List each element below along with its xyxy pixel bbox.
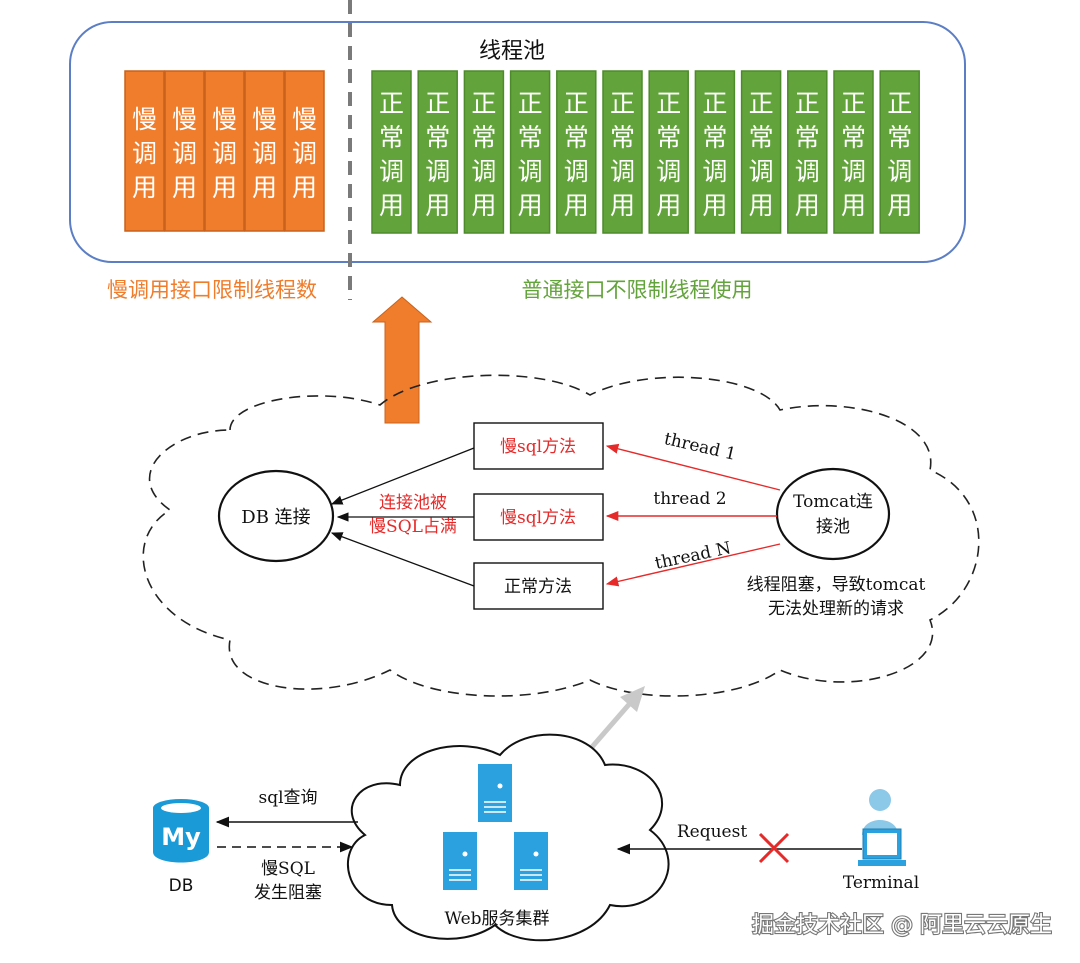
slow-call-cell: 慢调用 — [164, 70, 205, 232]
db-label: DB — [169, 876, 194, 896]
normal-call-cell: 正常调用 — [463, 70, 505, 234]
normal-call-cell-text: 正常调用 — [564, 89, 589, 220]
orange-up-arrow — [371, 296, 433, 424]
pool-full-note-line2: 慢SQL占满 — [369, 516, 457, 537]
thread-pool-title: 线程池 — [479, 39, 545, 64]
normal-call-cell: 正常调用 — [509, 70, 551, 234]
normal-call-cell: 正常调用 — [740, 70, 782, 234]
watermark: 掘金技术社区 @ 阿里云云原生 — [752, 913, 1052, 938]
web-cluster-cloud — [347, 733, 670, 942]
normal-call-cells: 正常调用正常调用正常调用正常调用正常调用正常调用正常调用正常调用正常调用正常调用… — [371, 70, 920, 234]
arrow-slow1-to-db — [330, 447, 475, 505]
tomcat-label-line2: 接池 — [816, 517, 850, 537]
slow-call-cell-text: 慢调用 — [252, 105, 277, 202]
db-connection-node — [217, 469, 335, 563]
arrow-thread1 — [605, 443, 781, 491]
normal-call-cell-text: 正常调用 — [702, 89, 727, 220]
slow-interface-caption: 慢调用接口限制线程数 — [107, 278, 317, 302]
normal-call-cell-text: 正常调用 — [841, 89, 866, 220]
slow-call-cell-text: 慢调用 — [212, 105, 237, 202]
normal-call-cell: 正常调用 — [371, 70, 412, 234]
normal-call-cell-text: 正常调用 — [425, 89, 450, 220]
normal-call-cell-text: 正常调用 — [887, 89, 912, 220]
slow-sql-method-box-1 — [473, 422, 604, 470]
service-cloud — [142, 374, 980, 697]
normal-call-cell-text: 正常调用 — [610, 89, 635, 220]
normal-call-cell: 正常调用 — [787, 70, 828, 234]
tomcat-pool-node — [775, 467, 891, 561]
db-logo-text: My — [161, 823, 201, 851]
arrow-threadN — [605, 543, 781, 587]
server-icon — [443, 832, 477, 890]
slow-call-cell: 慢调用 — [124, 70, 165, 232]
terminal-label: Terminal — [843, 873, 919, 893]
slow-sql-label-line2: 发生阻塞 — [254, 883, 322, 903]
blocked-note-line2: 无法处理新的请求 — [768, 599, 904, 619]
slow-call-cell: 慢调用 — [284, 70, 325, 232]
normal-call-cell: 正常调用 — [833, 70, 874, 234]
grey-arrow-head — [620, 686, 645, 712]
blocked-x-icon — [758, 832, 790, 864]
slow-sql-method-label-1: 慢sql方法 — [500, 436, 576, 457]
blocked-note-line1: 线程阻塞，导致tomcat — [747, 575, 926, 595]
thread1-label: thread 1 — [662, 429, 738, 465]
slow-call-cell: 慢调用 — [244, 70, 285, 232]
pool-full-note-line1: 连接池被 — [379, 493, 447, 513]
normal-call-cell-text: 正常调用 — [518, 89, 543, 220]
normal-call-cell: 正常调用 — [417, 70, 458, 234]
web-cluster-label: Web服务集群 — [444, 909, 549, 929]
thread2-label: thread 2 — [653, 489, 726, 509]
mysql-db-icon: My — [153, 799, 209, 863]
slow-call-cell: 慢调用 — [204, 70, 245, 232]
sql-query-label: sql查询 — [258, 788, 317, 808]
normal-call-cell-text: 正常调用 — [795, 89, 820, 220]
request-label: Request — [677, 822, 747, 842]
normal-call-cell-text: 正常调用 — [471, 89, 496, 220]
normal-call-cell: 正常调用 — [648, 70, 689, 234]
normal-method-box — [473, 562, 604, 610]
normal-call-cell-text: 正常调用 — [379, 89, 404, 220]
normal-call-cell: 正常调用 — [879, 70, 920, 234]
normal-interface-caption: 普通接口不限制线程使用 — [522, 278, 753, 302]
normal-call-cell-text: 正常调用 — [749, 89, 774, 220]
tomcat-label-line1: Tomcat连 — [793, 492, 873, 512]
slow-call-cell-text: 慢调用 — [132, 105, 157, 202]
threadN-label: thread N — [653, 538, 733, 574]
normal-call-cell: 正常调用 — [556, 70, 597, 234]
normal-call-cell: 正常调用 — [602, 70, 643, 234]
terminal-user-icon — [858, 789, 906, 866]
normal-call-cell-text: 正常调用 — [656, 89, 681, 220]
slow-call-cell-text: 慢调用 — [172, 105, 197, 202]
db-connection-label: DB 连接 — [241, 507, 310, 528]
server-icon — [478, 764, 512, 822]
slow-sql-method-box-2 — [473, 493, 604, 541]
normal-method-label: 正常方法 — [504, 577, 572, 597]
server-icon — [514, 832, 548, 890]
arrow-normal-to-db — [330, 532, 475, 587]
slow-call-cell-text: 慢调用 — [292, 105, 317, 202]
slow-sql-method-label-2: 慢sql方法 — [500, 507, 576, 528]
normal-call-cell: 正常调用 — [694, 70, 736, 234]
slow-sql-label-line1: 慢SQL — [261, 858, 315, 879]
